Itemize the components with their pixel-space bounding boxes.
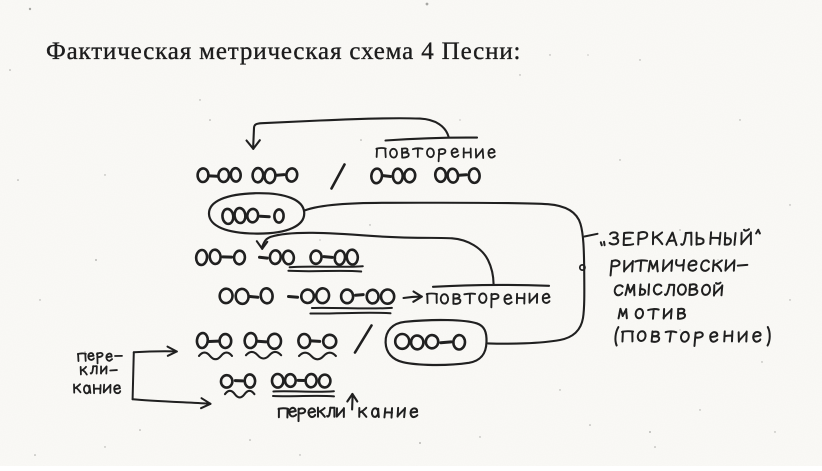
svg-text:Фактическая метрическая схема: Фактическая метрическая схема 4 Песни:	[46, 38, 521, 65]
